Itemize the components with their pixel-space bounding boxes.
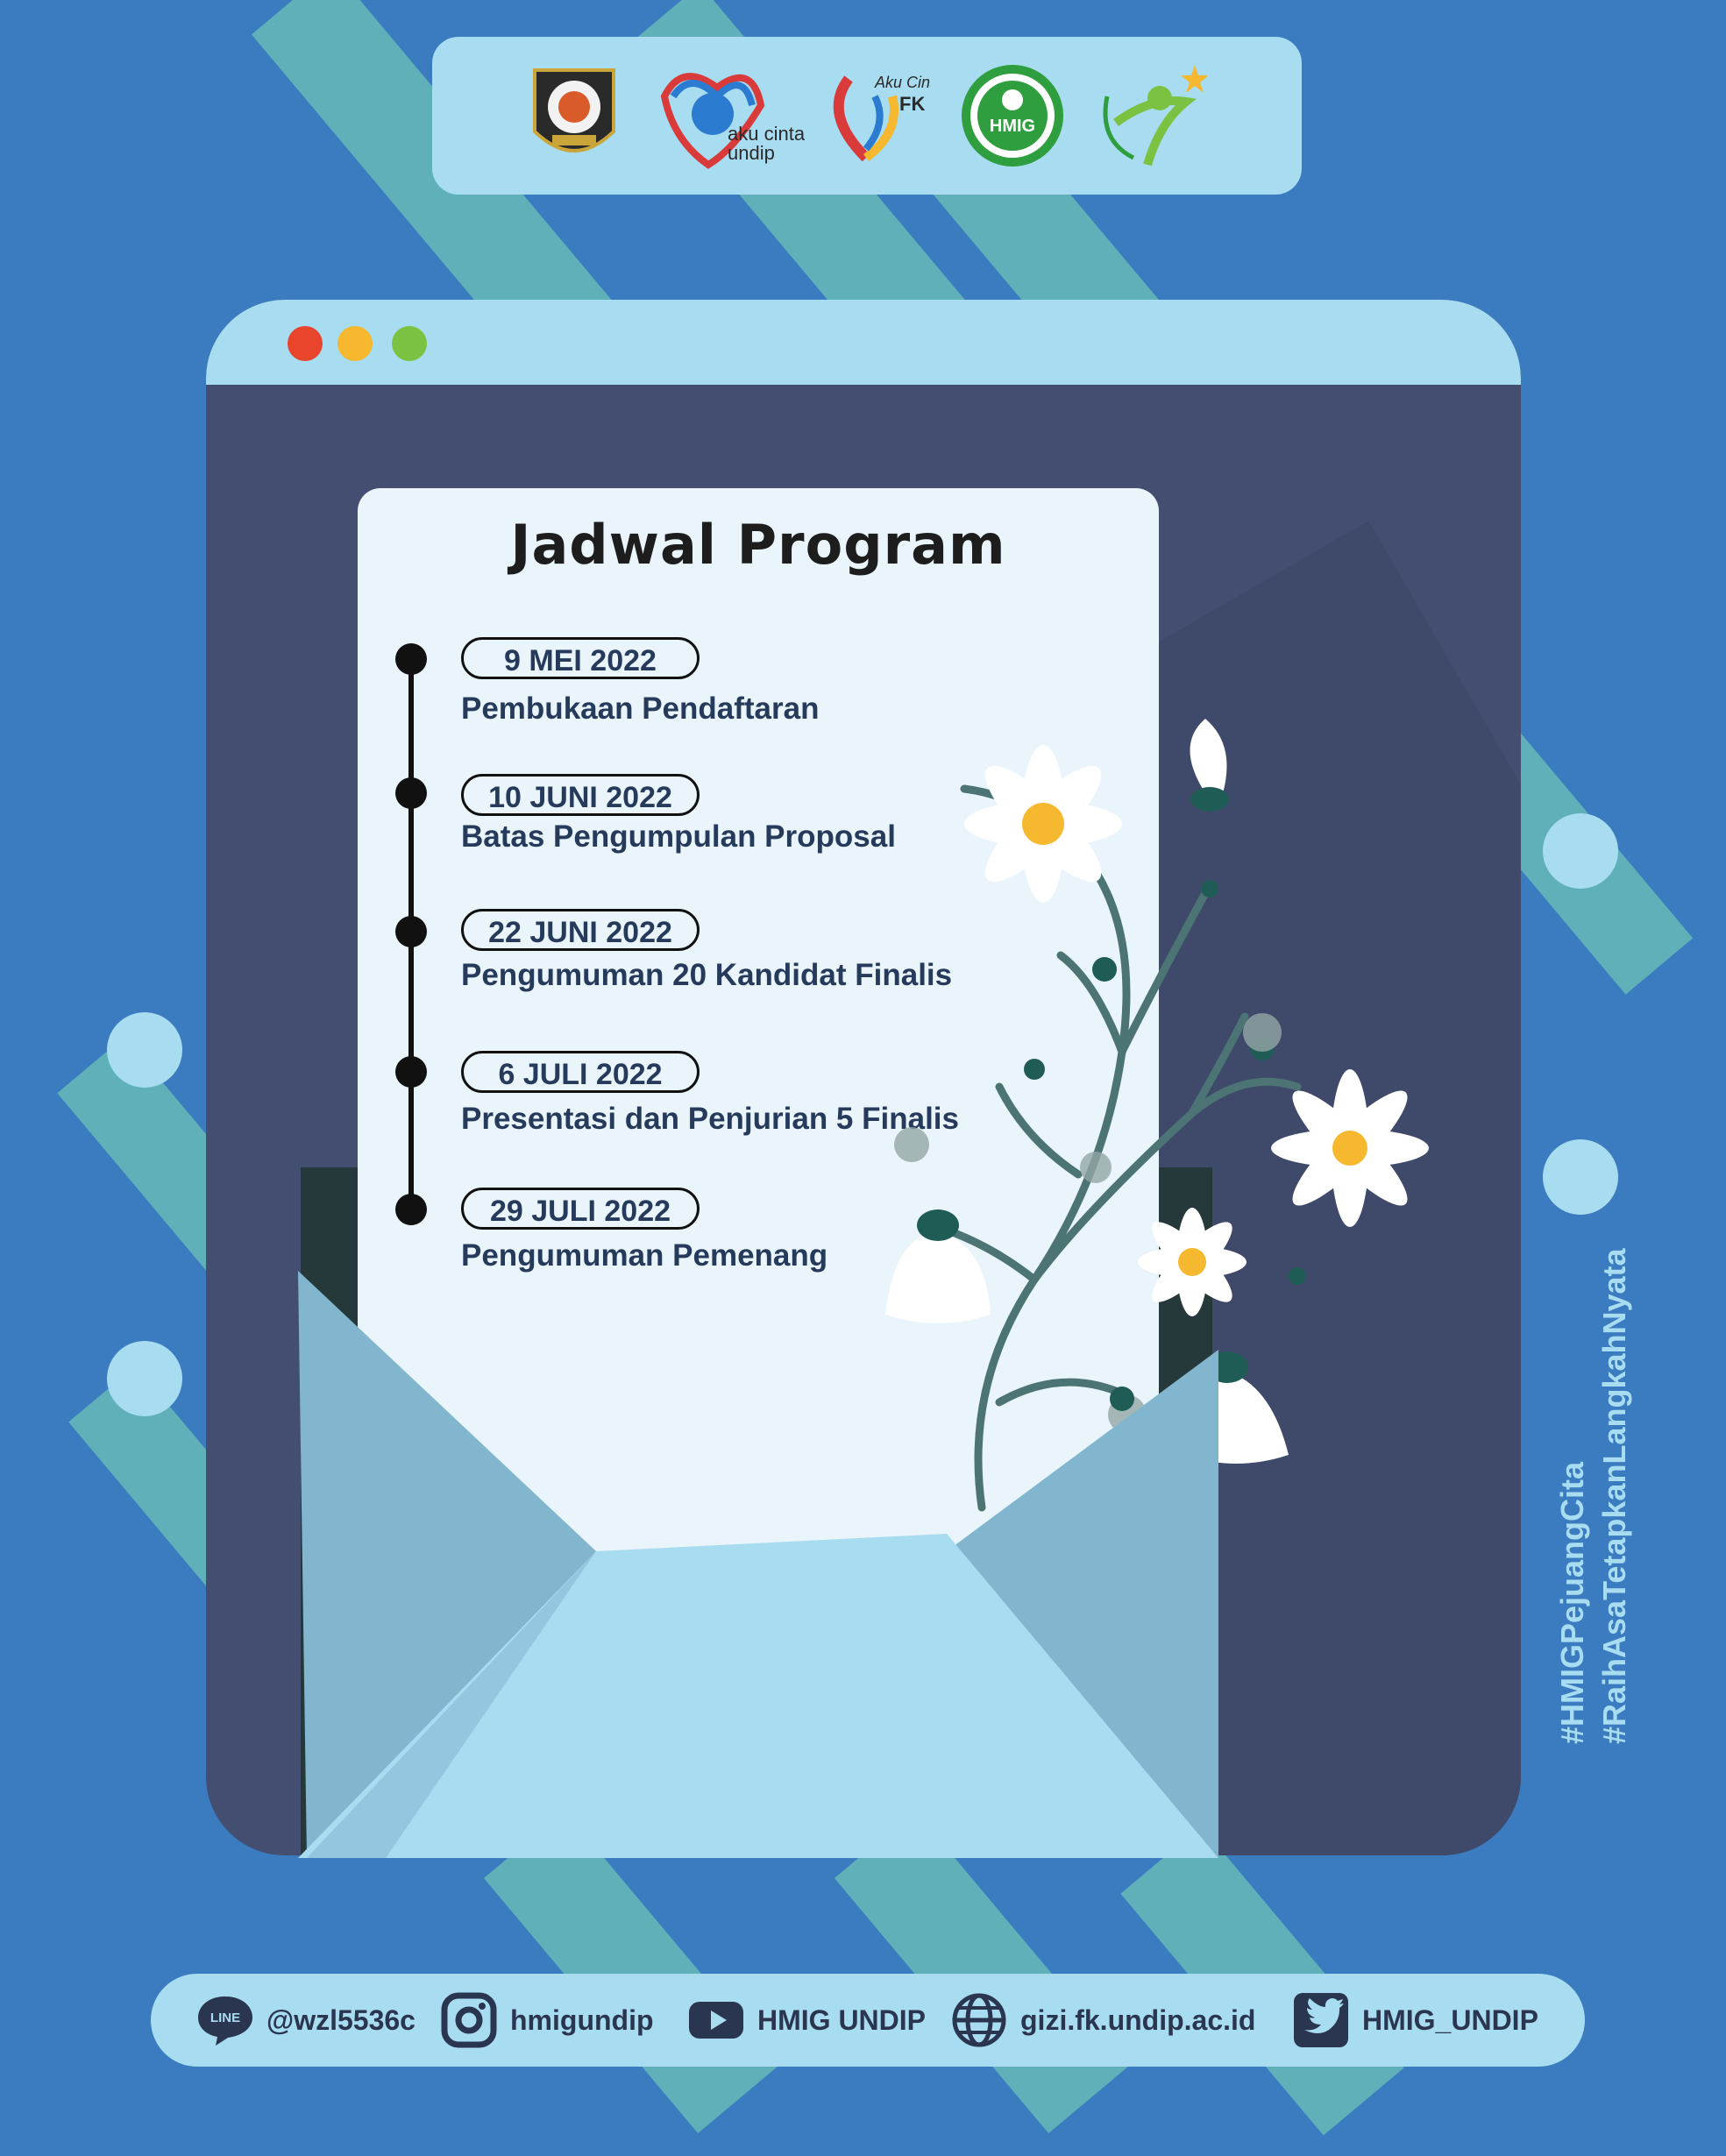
instagram-contact[interactable]: hmigundip	[440, 1974, 654, 2067]
timeline-dot	[395, 1056, 427, 1088]
footer-bar: LINE @wzl5536c hmigundip HMIG UNDIP	[151, 1974, 1585, 2067]
instagram-handle: hmigundip	[510, 2004, 654, 2036]
line-contact[interactable]: LINE @wzl5536c	[196, 1974, 416, 2067]
website-url: gizi.fk.undip.ac.id	[1020, 2004, 1256, 2036]
svg-text:FK: FK	[899, 93, 925, 115]
line-id: @wzl5536c	[266, 2004, 416, 2036]
timeline-dot	[395, 1194, 427, 1225]
timeline-dot	[395, 643, 427, 675]
envelope-front	[298, 1271, 1218, 1858]
timeline-dot	[395, 777, 427, 809]
schedule-desc: Batas Pengumpulan Proposal	[461, 819, 896, 854]
daisy-flower	[1138, 1208, 1247, 1316]
schedule-date: 29 JULI 2022	[461, 1188, 700, 1230]
svg-text:aku cinta: aku cinta	[728, 123, 805, 145]
deco-circle	[1543, 813, 1618, 889]
deco-circle	[107, 1341, 182, 1416]
twitter-handle: HMIG_UNDIP	[1362, 2004, 1538, 2036]
website-contact[interactable]: gizi.fk.undip.ac.id	[950, 1974, 1255, 2067]
page-title: Jadwal Program	[510, 513, 1006, 577]
flower-illustration	[885, 719, 1429, 1512]
hashtags: #HMIGPejuangCita #RaihAsaTetapkanLangkah…	[1552, 1248, 1726, 1744]
bg-stripe	[834, 1810, 1130, 2134]
schedule-date: 10 JUNI 2022	[461, 774, 700, 816]
youtube-channel: HMIG UNDIP	[757, 2004, 926, 2036]
schedule-date: 22 JUNI 2022	[461, 909, 700, 951]
schedule-date: 6 JULI 2022	[461, 1051, 700, 1093]
bell-flower	[885, 1209, 991, 1323]
schedule-desc: Pengumuman 20 Kandidat Finalis	[461, 958, 953, 992]
star-figure-logo	[1098, 61, 1207, 170]
svg-text:LINE: LINE	[210, 2011, 240, 2025]
schedule-date: 9 MEI 2022	[461, 637, 700, 679]
deco-circle	[1543, 1139, 1618, 1215]
logo-bar: aku cinta undip Aku Cinta FK HMIG	[432, 37, 1302, 195]
maximize-dot[interactable]	[392, 326, 427, 361]
instagram-icon	[440, 1991, 498, 2049]
schedule-paper: Jadwal Program 9 MEI 2022 Pembukaan Pend…	[358, 488, 1159, 1628]
globe-icon	[950, 1991, 1008, 2049]
hashtag-text: #HMIGPejuangCita	[1554, 1461, 1590, 1744]
hashtag-text: #RaihAsaTetapkanLangkahNyata	[1596, 1248, 1632, 1744]
line-icon: LINE	[196, 1991, 254, 2049]
window-title-bar	[206, 300, 1521, 385]
schedule-desc: Pembukaan Pendaftaran	[461, 691, 820, 726]
bg-stripe	[483, 1810, 779, 2134]
daisy-flower	[1271, 1069, 1429, 1227]
schedule-desc: Pengumuman Pemenang	[461, 1238, 828, 1273]
daisy-flower	[964, 745, 1122, 903]
deco-circle	[107, 1012, 182, 1088]
twitter-contact[interactable]: HMIG_UNDIP	[1292, 1974, 1538, 2067]
bell-flower	[1190, 719, 1229, 812]
minimize-dot[interactable]	[337, 326, 373, 361]
timeline-dot	[395, 916, 427, 947]
hmig-logo: HMIG	[958, 61, 1067, 170]
twitter-icon	[1292, 1991, 1350, 2049]
schedule-desc: Presentasi dan Penjurian 5 Finalis	[461, 1102, 959, 1136]
aku-cinta-fk-logo: Aku Cinta FK	[822, 61, 931, 170]
svg-text:Aku Cinta: Aku Cinta	[874, 74, 931, 91]
youtube-icon	[687, 1991, 745, 2049]
undip-seal-logo	[520, 61, 629, 170]
svg-text:HMIG: HMIG	[990, 117, 1035, 136]
aku-cinta-undip-logo: aku cinta undip	[647, 61, 805, 170]
close-dot[interactable]	[288, 326, 323, 361]
svg-text:undip: undip	[728, 142, 775, 164]
youtube-contact[interactable]: HMIG UNDIP	[687, 1974, 926, 2067]
